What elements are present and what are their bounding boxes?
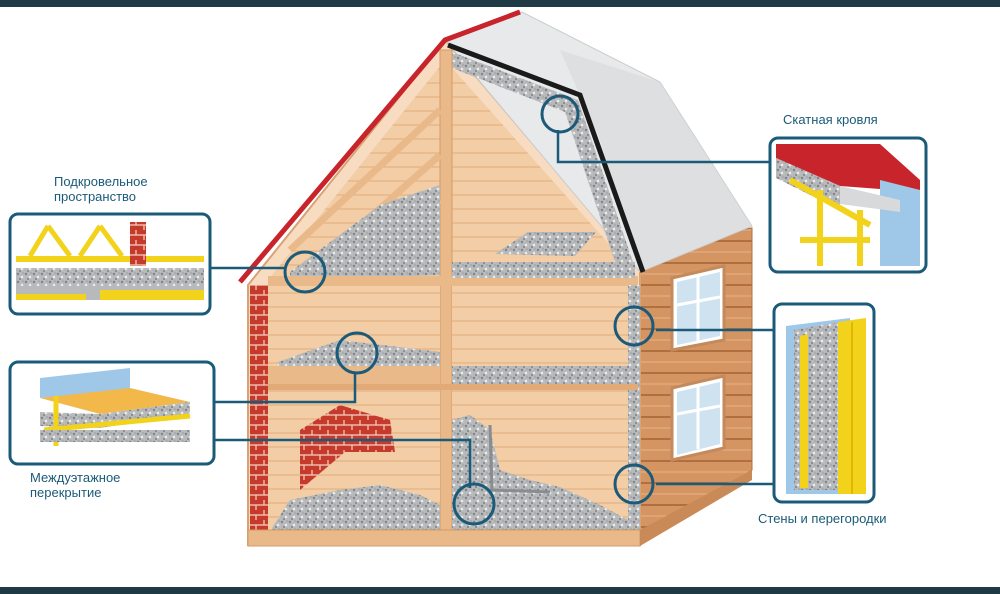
label-walls: Стены и перегородки [758, 511, 887, 526]
label-interfloor: Междуэтажное перекрытие [30, 470, 121, 500]
wall-insulation [628, 285, 640, 540]
line-interfloor [215, 374, 357, 404]
house [238, 9, 753, 547]
callout-circles [283, 94, 655, 526]
label-pitched-roof: Скатная кровля [783, 112, 878, 127]
inset-roof-space [8, 212, 212, 316]
inset-pitched-roof [768, 136, 928, 274]
inset-interfloor [8, 360, 216, 466]
inset-walls [772, 302, 876, 504]
label-roof-space: Подкровельное пространство [54, 174, 148, 204]
top-frame-bar [0, 0, 1000, 7]
house-base [247, 529, 641, 547]
attic-floor-beam [268, 276, 638, 286]
line-floor [215, 438, 472, 488]
circle-roof [540, 94, 580, 134]
center-post [439, 49, 453, 541]
callout-lines [210, 130, 774, 488]
line-pitched-roof [556, 130, 770, 164]
upper-window [670, 264, 726, 352]
circle-interfloor [335, 331, 379, 375]
circle-wall-upper [613, 305, 655, 347]
roof-insulation [452, 52, 635, 268]
lower-window [670, 374, 726, 462]
floor-insulation-right [452, 415, 628, 530]
circle-floor [452, 482, 496, 526]
circle-wall-lower [613, 463, 655, 505]
circle-attic [283, 250, 327, 294]
brick-partition [300, 405, 395, 490]
roof-red-edge [238, 9, 521, 284]
brick-column [250, 285, 268, 540]
attic-floor-insulation [290, 185, 440, 280]
floor-insulation-left [272, 485, 440, 530]
bottom-frame-bar [0, 587, 1000, 594]
